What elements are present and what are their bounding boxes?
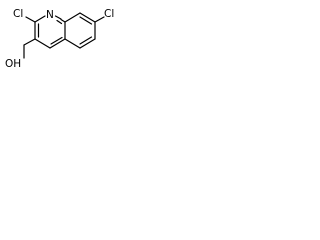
bond-n1-c2 bbox=[34, 15, 46, 23]
bonds bbox=[23, 12, 105, 59]
bond-c8a-n1-main bbox=[60, 18, 66, 23]
molecule-structure: Cl N Cl OH bbox=[5, 8, 114, 70]
bond-c5-c4a bbox=[64, 38, 81, 49]
atom-labels: Cl N Cl OH bbox=[5, 8, 114, 70]
chlorine-left-label: Cl bbox=[13, 8, 23, 20]
bond-c3-ch2 bbox=[23, 38, 36, 46]
bond-c3-c4 bbox=[34, 38, 51, 49]
bond-c4-c4a bbox=[49, 38, 66, 49]
bond-c8a-c8 bbox=[64, 12, 81, 23]
nitrogen-label: N bbox=[46, 9, 54, 21]
bond-c8-c7-inner bbox=[79, 16, 93, 25]
bond-c2-cl bbox=[25, 16, 36, 23]
hydroxyl-label: OH bbox=[5, 58, 21, 70]
bond-c8-c7 bbox=[79, 12, 96, 23]
bond-c7-cl bbox=[94, 16, 105, 23]
chlorine-right-label: Cl bbox=[104, 8, 114, 20]
bond-c8a-n1-inner bbox=[56, 19, 63, 25]
bond-c4-c4a-inner bbox=[50, 36, 63, 45]
bond-c8a-n1 bbox=[54, 15, 62, 20]
bond-c6-c5 bbox=[79, 38, 96, 49]
bond-c6-c5-inner bbox=[79, 36, 93, 45]
